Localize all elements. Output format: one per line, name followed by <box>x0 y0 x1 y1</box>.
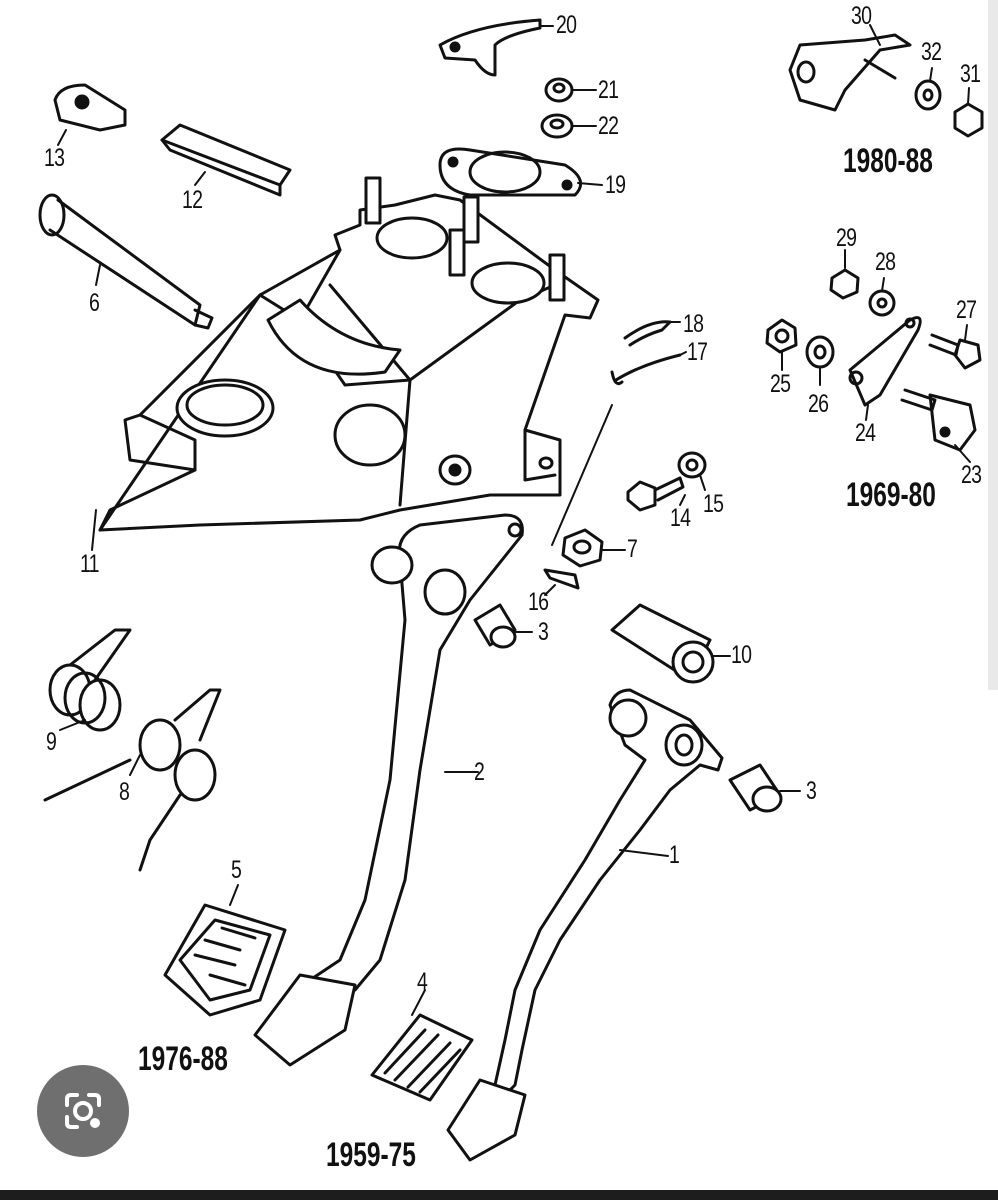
clevis-pin-part-17 <box>610 353 682 386</box>
callout-7: 7 <box>627 535 638 563</box>
callout-26: 26 <box>808 390 829 418</box>
lens-search-button[interactable] <box>37 1065 129 1157</box>
bush-part-3a <box>473 603 517 649</box>
nut-part-21 <box>544 77 574 103</box>
callout-1: 1 <box>669 841 680 869</box>
year-label-1969-80: 1969-80 <box>846 476 936 514</box>
plate-part-12 <box>160 123 292 197</box>
spring-part-8 <box>43 688 222 872</box>
callout-22: 22 <box>598 112 619 140</box>
year-label-1976-88: 1976-88 <box>138 1040 228 1078</box>
bolt-part-27 <box>928 333 982 370</box>
washer-part-15 <box>677 451 707 479</box>
callout-25: 25 <box>770 370 791 398</box>
callout-8: 8 <box>119 778 130 806</box>
callout-9: 9 <box>46 728 57 756</box>
callout-23: 23 <box>961 461 982 489</box>
block-part-23 <box>900 388 977 452</box>
gasket-part-19 <box>438 147 583 197</box>
year-label-1959-75: 1959-75 <box>326 1136 416 1174</box>
pedal-bracket-part-11 <box>98 176 600 532</box>
callout-20: 20 <box>556 11 577 39</box>
year-label-1980-88: 1980-88 <box>843 142 933 180</box>
clip-part-13 <box>53 83 127 132</box>
callout-6: 6 <box>89 289 100 317</box>
bolt-part-14 <box>626 476 685 512</box>
bottom-navigation-bar <box>0 1190 998 1200</box>
fork-part-20 <box>438 18 542 77</box>
callout-11: 11 <box>80 550 99 578</box>
pivot-pin-part-6 <box>38 193 214 330</box>
callout-3b: 3 <box>806 777 817 805</box>
split-pin-part-18 <box>623 320 672 347</box>
leader-lines <box>57 24 971 1016</box>
google-lens-icon <box>65 1093 101 1129</box>
callout-17: 17 <box>687 338 708 366</box>
washer-part-26 <box>805 335 835 369</box>
clutch-pedal-part-2 <box>253 513 524 1067</box>
spring-part-9 <box>48 628 132 732</box>
callout-28: 28 <box>875 248 896 276</box>
sleeve-part-10 <box>610 603 715 684</box>
bracket-part-30 <box>788 33 912 112</box>
callout-16: 16 <box>528 588 549 616</box>
callout-13: 13 <box>44 144 65 172</box>
callout-5: 5 <box>231 856 242 884</box>
callout-4: 4 <box>417 968 428 996</box>
callout-30: 30 <box>851 2 872 30</box>
brake-pedal-part-1 <box>446 688 724 1162</box>
nut-part-29 <box>829 268 860 300</box>
callout-21: 21 <box>598 76 619 104</box>
callout-24: 24 <box>855 419 876 447</box>
washer-part-22 <box>540 113 574 139</box>
lever-part-24 <box>848 316 922 407</box>
callout-27: 27 <box>956 296 977 324</box>
nut-part-7 <box>561 528 604 568</box>
bush-part-3b <box>728 763 783 813</box>
callout-19: 19 <box>605 171 626 199</box>
pedal-pad-part-4 <box>370 1013 474 1102</box>
callout-14: 14 <box>670 504 691 532</box>
pin-part-16 <box>543 568 580 590</box>
callout-12: 12 <box>182 186 203 214</box>
callout-10: 10 <box>731 641 752 669</box>
scrollbar[interactable] <box>988 0 998 690</box>
callout-2: 2 <box>474 758 485 786</box>
nut-part-25 <box>765 318 798 354</box>
washer-part-28 <box>868 289 896 317</box>
pedal-pad-part-5 <box>163 903 287 1017</box>
callout-18: 18 <box>683 310 704 338</box>
nut-part-31 <box>953 102 984 138</box>
callout-3a: 3 <box>538 618 549 646</box>
callout-32: 32 <box>921 38 942 66</box>
washer-part-32 <box>914 79 942 111</box>
callout-29: 29 <box>836 224 857 252</box>
callout-31: 31 <box>960 60 981 88</box>
callout-15: 15 <box>703 490 724 518</box>
